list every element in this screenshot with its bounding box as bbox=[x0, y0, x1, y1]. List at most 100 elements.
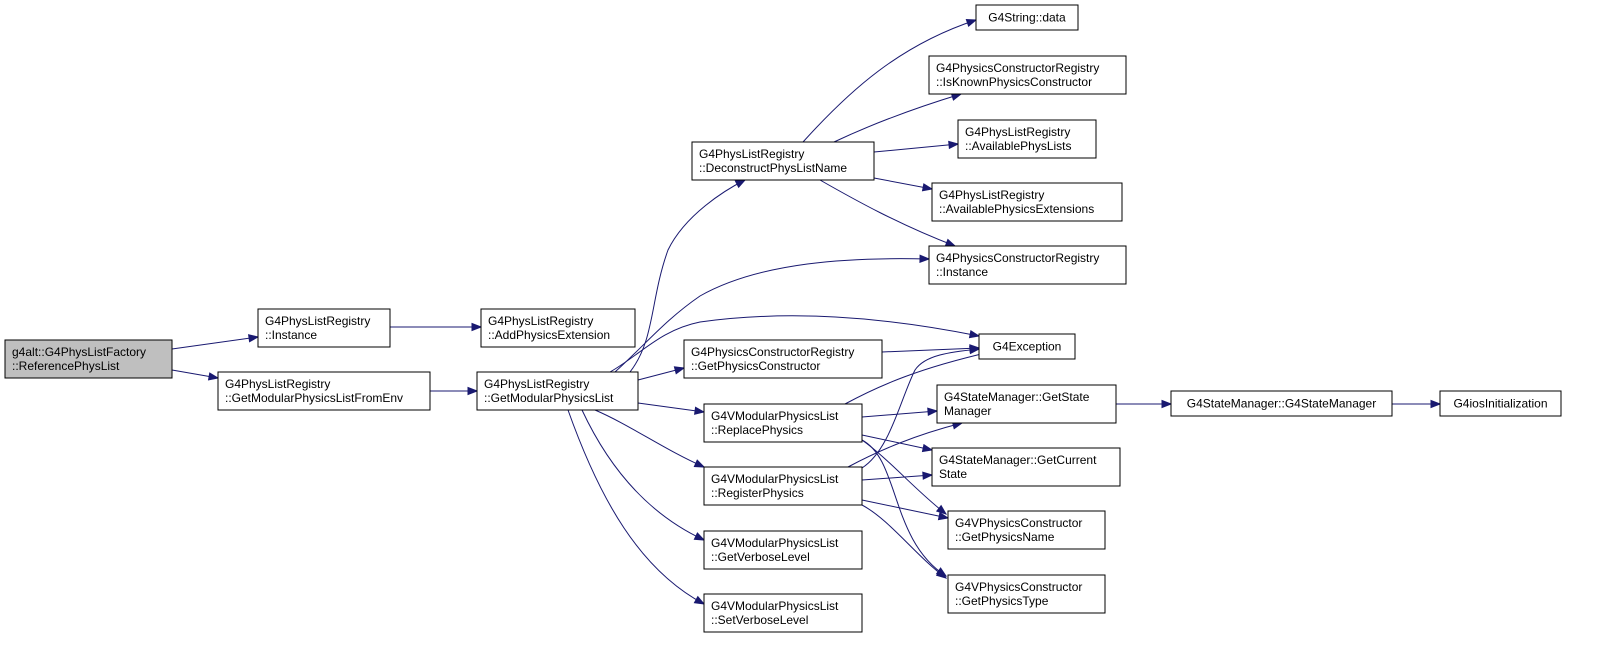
edge-line bbox=[861, 474, 933, 481]
node-label-line: ::GetModularPhysicsListFromEnv bbox=[225, 391, 403, 405]
graph-node-n15[interactable]: G4PhysicsConstructorRegistry::Instance bbox=[928, 245, 1127, 285]
edge-n5-n11 bbox=[802, 19, 978, 143]
node-box[interactable] bbox=[947, 574, 1106, 614]
node-label-line: ::DeconstructPhysListName bbox=[699, 161, 847, 175]
node-label-line: ::AvailablePhysLists bbox=[965, 139, 1072, 153]
node-box[interactable] bbox=[691, 141, 875, 181]
node-box[interactable] bbox=[928, 245, 1127, 285]
edge-line bbox=[861, 439, 947, 577]
node-box[interactable] bbox=[217, 371, 431, 411]
graph-node-n10[interactable]: G4VModularPhysicsList::SetVerboseLevel bbox=[703, 593, 863, 633]
edge-n21-n22 bbox=[1392, 399, 1442, 409]
node-box[interactable] bbox=[975, 4, 1079, 31]
arrow-head bbox=[919, 254, 931, 264]
node-box[interactable] bbox=[1439, 390, 1562, 417]
graph-node-n12[interactable]: G4PhysicsConstructorRegistry::IsKnownPhy… bbox=[928, 55, 1127, 95]
edge-n5-n15 bbox=[819, 179, 957, 247]
graph-node-n14[interactable]: G4PhysListRegistry::AvailablePhysicsExte… bbox=[931, 182, 1123, 222]
node-box[interactable] bbox=[957, 119, 1097, 159]
edge-n4-n6 bbox=[637, 366, 686, 381]
arrow-head bbox=[694, 406, 706, 415]
node-label-line: G4PhysicsConstructorRegistry bbox=[936, 251, 1099, 265]
node-label-line: G4PhysicsConstructorRegistry bbox=[691, 345, 854, 359]
node-label-line: G4StateManager::GetState bbox=[944, 390, 1090, 404]
node-label-line: ::GetModularPhysicsList bbox=[484, 391, 614, 405]
node-box[interactable] bbox=[931, 182, 1123, 222]
graph-node-n6[interactable]: G4PhysicsConstructorRegistry::GetPhysics… bbox=[683, 339, 883, 379]
node-label-line: ::GetVerboseLevel bbox=[711, 550, 810, 564]
graph-node-n13[interactable]: G4PhysListRegistry::AvailablePhysLists bbox=[957, 119, 1097, 159]
edge-line bbox=[861, 499, 949, 519]
node-label-line: Manager bbox=[944, 404, 991, 418]
edge-n0-n1 bbox=[171, 334, 260, 350]
edge-line bbox=[861, 410, 938, 418]
arrow-head bbox=[1430, 399, 1442, 409]
graph-node-n5[interactable]: G4PhysListRegistry::DeconstructPhysListN… bbox=[691, 141, 875, 181]
node-box[interactable] bbox=[936, 384, 1117, 424]
arrow-head bbox=[673, 366, 686, 375]
node-label-line: ::SetVerboseLevel bbox=[711, 613, 808, 627]
edge-line bbox=[844, 351, 991, 405]
graph-node-n20[interactable]: G4VPhysicsConstructor::GetPhysicsType bbox=[947, 574, 1106, 614]
arrow-head bbox=[965, 19, 978, 28]
node-label-line: ::GetPhysicsName bbox=[955, 530, 1055, 544]
arrow-head bbox=[693, 459, 706, 468]
node-box[interactable] bbox=[1170, 390, 1393, 417]
graph-node-n2[interactable]: G4PhysListRegistry::GetModularPhysicsLis… bbox=[217, 371, 431, 411]
node-box[interactable] bbox=[257, 308, 391, 348]
graph-node-n3[interactable]: G4PhysListRegistry::AddPhysicsExtension bbox=[480, 308, 636, 348]
graph-node-n16[interactable]: G4Exception bbox=[978, 333, 1076, 360]
edge-n8-n18 bbox=[861, 471, 934, 481]
edge-n7-n18 bbox=[861, 434, 934, 453]
edge-n4-n10 bbox=[567, 409, 706, 605]
edge-n5-n12 bbox=[833, 92, 963, 143]
node-label-line: G4StateManager::G4StateManager bbox=[1187, 397, 1376, 411]
edge-line bbox=[629, 179, 746, 373]
graph-node-n8[interactable]: G4VModularPhysicsList::RegisterPhysics bbox=[703, 466, 863, 506]
edge-n7-n17 bbox=[861, 407, 939, 418]
node-label-line: ::AvailablePhysicsExtensions bbox=[939, 202, 1094, 216]
graph-node-n11[interactable]: G4String::data bbox=[975, 4, 1079, 31]
graph-node-n9[interactable]: G4VModularPhysicsList::GetVerboseLevel bbox=[703, 530, 863, 570]
edge-line bbox=[171, 336, 259, 350]
graph-node-n22[interactable]: G4iosInitialization bbox=[1439, 390, 1562, 417]
graph-node-n7[interactable]: G4VModularPhysicsList::ReplacePhysics bbox=[703, 403, 863, 443]
node-box[interactable] bbox=[703, 466, 863, 506]
node-box[interactable] bbox=[683, 339, 883, 379]
node-label-line: G4PhysicsConstructorRegistry bbox=[936, 61, 1099, 75]
node-box[interactable] bbox=[4, 339, 173, 379]
arrow-head bbox=[937, 511, 950, 521]
node-box[interactable] bbox=[480, 308, 636, 348]
node-label-line: G4PhysListRegistry bbox=[488, 314, 593, 328]
arrow-head bbox=[935, 568, 948, 579]
graph-node-n19[interactable]: G4VPhysicsConstructor::GetPhysicsName bbox=[947, 510, 1106, 550]
arrow-head bbox=[207, 372, 220, 381]
graph-node-n21[interactable]: G4StateManager::G4StateManager bbox=[1170, 390, 1393, 417]
node-box[interactable] bbox=[703, 530, 863, 570]
arrow-head bbox=[471, 322, 483, 332]
edge-line bbox=[847, 422, 963, 468]
graph-node-n1[interactable]: G4PhysListRegistry::Instance bbox=[257, 308, 391, 348]
node-box[interactable] bbox=[703, 403, 863, 443]
node-label-line: G4PhysListRegistry bbox=[965, 125, 1070, 139]
node-box[interactable] bbox=[703, 593, 863, 633]
node-label-line: ::GetPhysicsConstructor bbox=[691, 359, 820, 373]
node-box[interactable] bbox=[931, 447, 1121, 487]
edge-n5-n13 bbox=[873, 140, 960, 153]
node-box[interactable] bbox=[928, 55, 1127, 95]
node-label-line: ::AddPhysicsExtension bbox=[488, 328, 610, 342]
node-box[interactable] bbox=[476, 371, 639, 411]
edge-line bbox=[861, 504, 947, 579]
node-box[interactable] bbox=[978, 333, 1076, 360]
node-label-line: G4PhysListRegistry bbox=[225, 377, 330, 391]
node-label-line: G4StateManager::GetCurrent bbox=[939, 453, 1097, 467]
edge-n1-n3 bbox=[390, 322, 483, 332]
node-box[interactable] bbox=[947, 510, 1106, 550]
edge-line bbox=[861, 348, 980, 469]
graph-node-n0[interactable]: g4alt::G4PhysListFactory::ReferencePhysL… bbox=[4, 339, 173, 379]
graph-node-n4[interactable]: G4PhysListRegistry::GetModularPhysicsLis… bbox=[476, 371, 639, 411]
arrow-head bbox=[927, 407, 939, 416]
